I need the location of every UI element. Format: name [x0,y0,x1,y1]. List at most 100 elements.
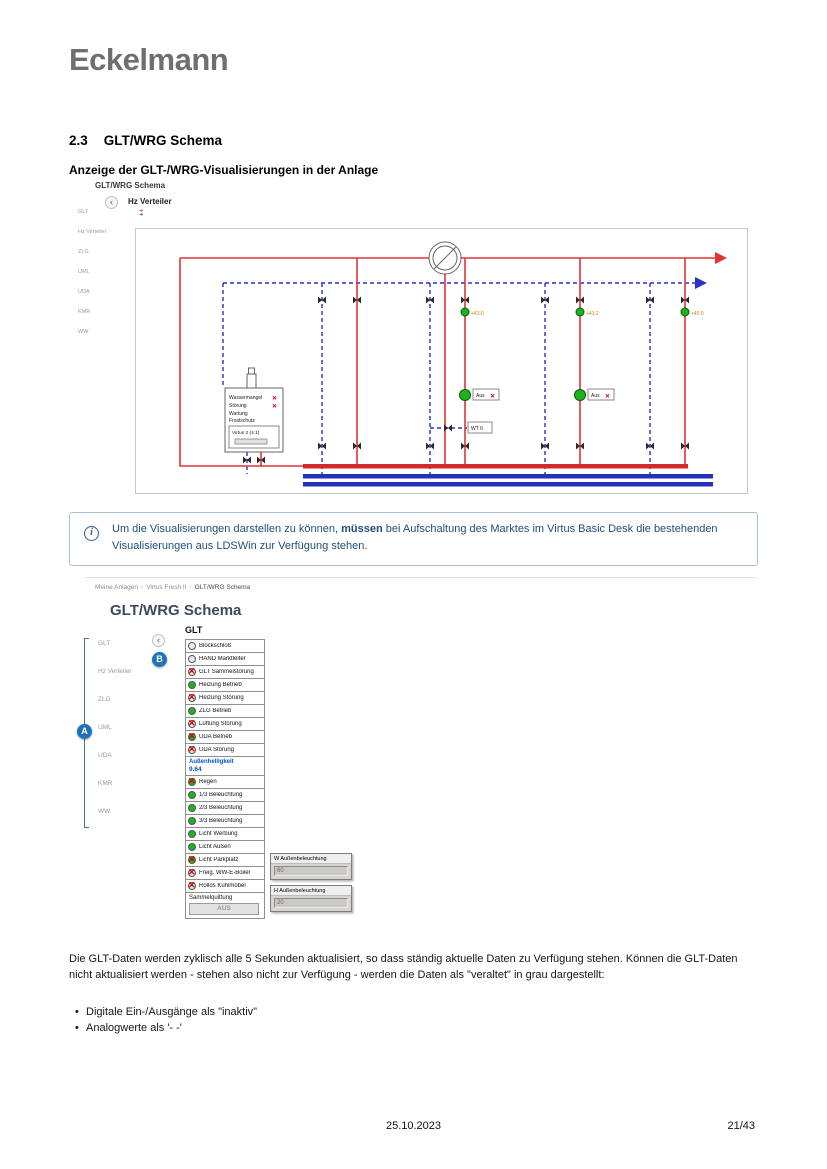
sidebar-item-ww[interactable]: WW [98,808,111,815]
value-field[interactable]: 20 [274,898,348,908]
sidebar-item-glt[interactable]: GLT [98,640,111,647]
wt-label: WT 6 [471,426,483,432]
sidebar-item-hz-verteiler[interactable]: Hz Verteiler [78,229,107,235]
annotation-marker-a: A [77,724,92,739]
temp-label: +41.2 [586,311,599,317]
sidebar-item-kmr[interactable]: KMR [78,309,91,315]
info-icon: i [84,526,99,541]
status-row: Lüftung Störung [185,717,265,731]
app-title: GLT/WRG Schema [95,181,166,190]
value-box-label: W Außenbeleuchtung [271,854,351,864]
status-row: Freig. WW-E-Boiler [185,866,265,880]
status-led-icon [188,830,196,838]
supply-arrow-icon [715,252,727,264]
subsection-title: Anzeige der GLT-/WRG-Visualisierungen in… [69,163,379,177]
manifold-bars [303,464,713,487]
bullet-item: Analogwerte als '- -' [73,1020,257,1036]
sammelquittung-label: Sammelquittung [189,895,233,901]
sidebar-item-uda[interactable]: UDA [78,289,90,295]
boiler-row-label: Störung [229,403,247,409]
screenshot-hz-verteiler: GLT/WRG Schema GLT Hz Verteiler ZLG UML … [69,178,759,498]
analog-value: 9.64 [189,766,202,773]
breadcrumb-item-current: GLT/WRG Schema [194,584,251,591]
status-led-icon [188,732,196,741]
sammelquittung-box: Sammelquittung AUS [185,892,265,919]
pump-state-1: Aus ✕ [459,388,500,401]
status-row: Regen [185,775,265,789]
sidebar-item-hz-verteiler[interactable]: Hz Verteiler [98,668,132,675]
boiler-row-label: Wassermangel [229,395,262,401]
breadcrumb-item[interactable]: Meine Anlagen [95,584,139,591]
back-button[interactable]: ‹ [152,634,165,647]
status-led-icon [188,707,196,715]
status-led-icon [188,642,196,650]
status-led-icon [188,719,196,728]
value-box-w-aussenbeleuchtung: W Außenbeleuchtung 60 [270,853,352,880]
status-row: Heizung Störung [185,691,265,705]
schema-subtitle: Hz Verteiler [128,197,172,206]
hz-verteiler-schema: +43.0 +41.2 +45.0 Aus ✕ Aus ✕ WT 6 [135,228,748,494]
status-led-icon [188,745,196,754]
pump-led-icon [574,389,586,401]
analog-value-row: Außenhelligkeit 9.64 [185,756,265,776]
status-led-icon [188,777,196,786]
status-row: Rollos Kühlmöbel [185,879,265,893]
status-led-icon [188,843,196,851]
pump-state-label: Aus [476,393,485,399]
sidebar-item-glt[interactable]: GLT [78,209,89,215]
temperature-sensors: +43.0 +41.2 +45.0 [460,307,704,317]
value-box-h-aussenbeleuchtung: H Außenbeleuchtung 20 [270,885,352,912]
status-row: ZLG Betrieb [185,704,265,718]
footer-date: 25.10.2023 [385,1120,442,1132]
fault-x-icon: ✕ [272,403,277,410]
temp-label: +45.0 [691,311,704,317]
footer-page-number: 21/43 [727,1120,755,1132]
temp-label: +43.0 [471,311,484,317]
boiler-device-label: Virtus 2 (4.1) [232,430,260,436]
body-paragraph: Die GLT-Daten werden zyklisch alle 5 Sek… [69,953,738,981]
status-led-icon [188,681,196,689]
status-row: 3/3 Beleuchtung [185,814,265,828]
flow-direction-icon: ➔➔ [139,208,144,218]
status-led-icon [188,855,196,864]
sidebar-item-ww[interactable]: WW [78,329,89,335]
sensor-led-icon [575,307,585,317]
sidebar-item-kmr[interactable]: KMR [98,780,113,787]
aus-button[interactable]: AUS [189,903,259,915]
bullet-item: Digitale Ein-/Ausgänge als "inaktiv" [73,1004,257,1020]
info-text: Um die Visualisierungen darstellen zu kö… [112,523,718,552]
breadcrumb: Meine Anlagen›Virtus Fresh II›GLT/WRG Sc… [95,584,250,591]
back-button[interactable]: ‹ [105,196,118,209]
sidebar: GLT Hz Verteiler ZLG UML UDA KMR WW [98,640,132,836]
sidebar-item-uml[interactable]: UML [98,724,112,731]
boiler-row-label: Wartung [229,411,248,417]
sidebar-item-zlg[interactable]: ZLG [98,696,111,703]
status-row: UDA Störung [185,743,265,757]
sidebar-item-zlg[interactable]: ZLG [78,249,89,255]
status-row: Licht Parkplatz [185,853,265,867]
section-number: 2.3 [69,133,88,148]
wt-box: WT 6 [467,421,493,434]
pump-icon [428,241,462,275]
section-divider [85,577,757,578]
status-led-icon [188,881,196,890]
pump-state-2: Aus ✕ [574,388,615,401]
status-row: GLT Sammelstörung [185,665,265,679]
status-row: Blockschloß [185,639,265,653]
sidebar-item-uda[interactable]: UDA [98,752,112,759]
fault-x-icon: ✕ [272,395,277,402]
breadcrumb-item[interactable]: Virtus Fresh II [146,584,187,591]
status-led-icon [188,817,196,825]
sidebar-item-uml[interactable]: UML [78,269,90,275]
value-field[interactable]: 60 [274,866,348,876]
status-led-icon [188,804,196,812]
annotation-marker-b: B [152,652,167,667]
info-text-bold: müssen [341,523,383,535]
pump-led-icon [459,389,471,401]
info-note: i Um die Visualisierungen darstellen zu … [69,512,758,566]
eckelmann-logo: Eckelmann [69,42,229,77]
fault-x-icon: ✕ [490,393,495,400]
boiler-row-label: Frostschutz [229,418,255,424]
boiler-box: Wassermangel ✕ Störung ✕ Wartung Frostsc… [224,367,284,453]
sensor-led-icon [460,307,470,317]
